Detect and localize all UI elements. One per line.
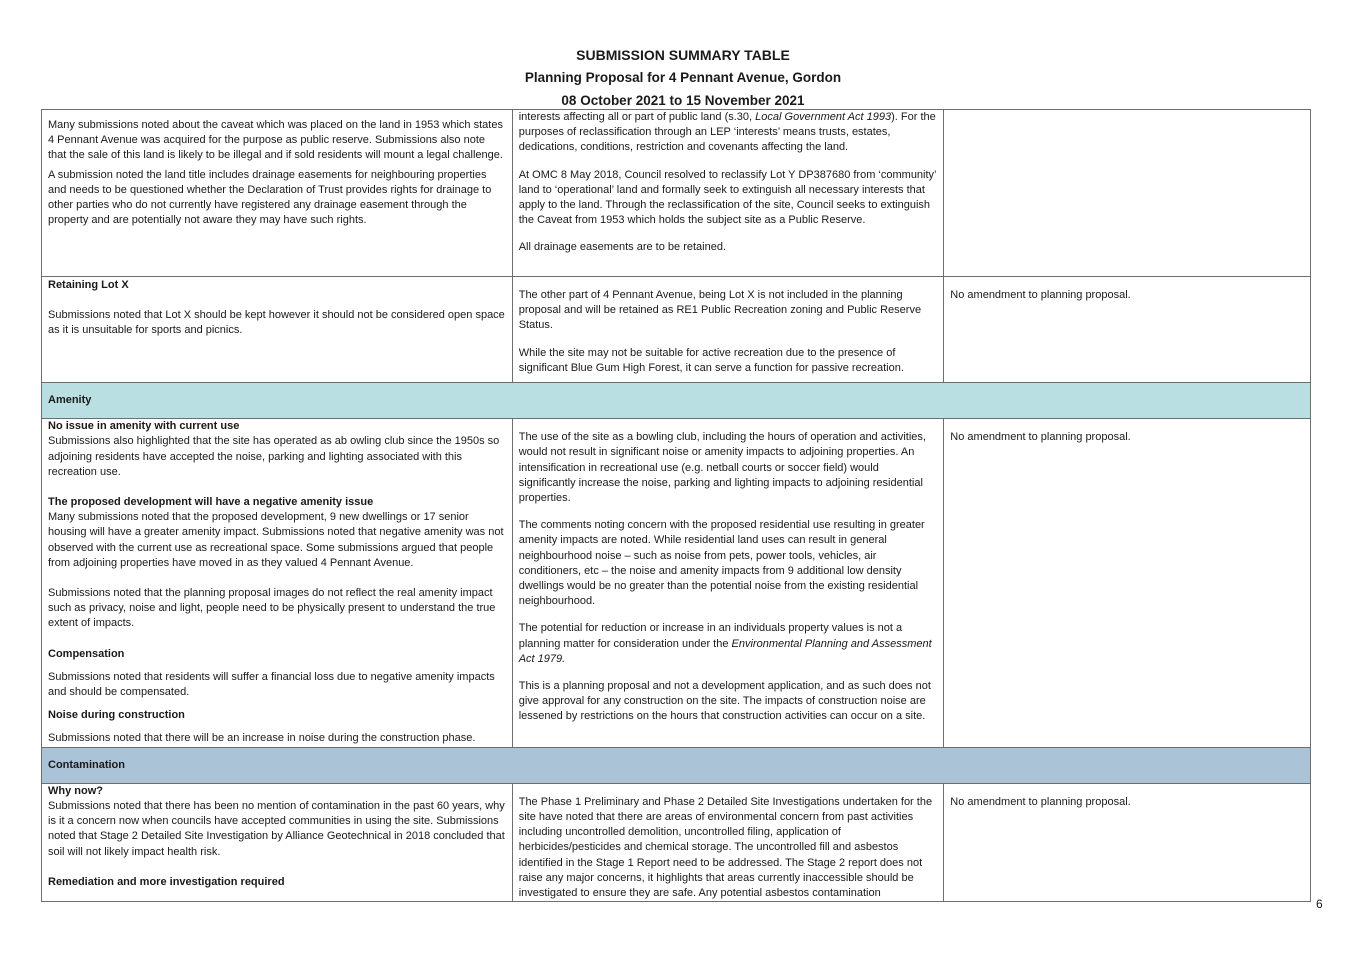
submission-text: Submissions also highlighted that the si…: [48, 435, 500, 478]
outcome-text: No amendment to planning proposal.: [950, 795, 1131, 808]
issue-heading: Why now?: [48, 784, 103, 797]
submission-summary-table: Many submissions noted about the caveat …: [41, 109, 1311, 903]
issue-heading: Compensation: [48, 647, 125, 660]
table-row: No issue in amenity with current use Sub…: [41, 418, 1311, 748]
submission-cell: Many submissions noted about the caveat …: [41, 109, 513, 277]
issue-heading: The proposed development will have a neg…: [48, 496, 374, 509]
response-cell: The other part of 4 Pennant Avenue, bein…: [511, 276, 945, 383]
response-cell: The Phase 1 Preliminary and Phase 2 Deta…: [511, 782, 945, 903]
response-text: All drainage easements are to be retaine…: [518, 241, 727, 254]
submission-text: Submissions noted that residents will su…: [48, 670, 495, 699]
outcome-text: No amendment to planning proposal.: [950, 289, 1131, 301]
issue-heading: Remediation and more investigation requi…: [48, 875, 285, 888]
outcome-cell: No amendment to planning proposal.: [943, 782, 1311, 903]
outcome-cell: [943, 109, 1311, 277]
page-title: SUBMISSION SUMMARY TABLE: [576, 47, 790, 63]
issue-heading: No issue in amenity with current use: [48, 420, 240, 433]
outcome-text: No amendment to planning proposal.: [950, 431, 1131, 444]
response-text: The comments noting concern with the pro…: [518, 519, 925, 608]
submission-text: Many submissions noted that the proposed…: [48, 511, 504, 569]
section-row-amenity: Amenity: [41, 381, 1311, 420]
table-row: Retaining Lot X Submissions noted that L…: [41, 276, 1311, 383]
response-text: interests affecting all or part of publi…: [518, 111, 936, 154]
outcome-cell: No amendment to planning proposal.: [943, 418, 1311, 748]
page-number: 6: [1316, 897, 1323, 911]
submission-text: Submissions noted that the planning prop…: [48, 587, 496, 630]
response-text: The Phase 1 Preliminary and Phase 2 Deta…: [518, 795, 933, 900]
page-subtitle: Planning Proposal for 4 Pennant Avenue, …: [524, 70, 842, 85]
issue-heading: Retaining Lot X: [48, 279, 129, 291]
response-cell: interests affecting all or part of publi…: [511, 109, 945, 277]
submission-cell: No issue in amenity with current use Sub…: [41, 418, 513, 748]
submission-text: Many submissions noted about the caveat …: [48, 119, 503, 162]
issue-heading: Noise during construction: [48, 709, 185, 722]
response-text: While the site may not be suitable for a…: [518, 346, 904, 374]
response-text: The potential for reduction or increase …: [518, 622, 932, 665]
response-text: This is a planning proposal and not a de…: [518, 680, 931, 723]
section-heading: Amenity: [41, 381, 1311, 420]
outcome-cell: No amendment to planning proposal.: [943, 276, 1311, 383]
date-range: 08 October 2021 to 15 November 2021: [561, 93, 805, 108]
table-row: Why now? Submissions noted that there ha…: [41, 782, 1311, 903]
section-row-contamination: Contamination: [41, 746, 1311, 784]
submission-text: Submissions noted that there will be an …: [48, 732, 476, 745]
response-text: The use of the site as a bowling club, i…: [518, 431, 926, 505]
submission-text: A submission noted the land title includ…: [48, 168, 492, 227]
section-heading: Contamination: [41, 746, 1311, 784]
submission-text: Submissions noted that there has been no…: [48, 800, 505, 858]
response-text: The other part of 4 Pennant Avenue, bein…: [518, 289, 922, 332]
table-row: Many submissions noted about the caveat …: [41, 109, 1311, 277]
response-cell: The use of the site as a bowling club, i…: [511, 418, 945, 748]
response-text: At OMC 8 May 2018, Council resolved to r…: [518, 168, 937, 227]
submission-text: Submissions noted that Lot X should be k…: [48, 309, 505, 337]
submission-cell: Retaining Lot X Submissions noted that L…: [41, 276, 513, 383]
submission-cell: Why now? Submissions noted that there ha…: [41, 782, 513, 903]
